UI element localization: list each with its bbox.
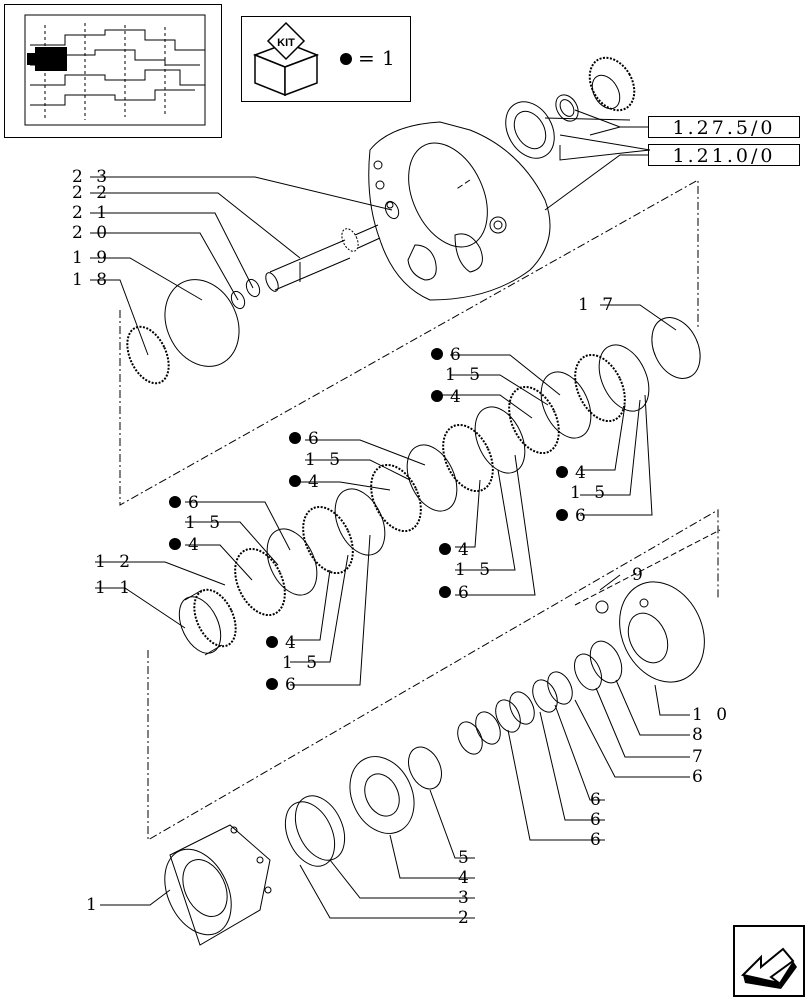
callout-6c[interactable]: 6 [590, 810, 605, 830]
kit-box-icon: KIT [252, 21, 320, 97]
hub-11 [178, 588, 237, 656]
callout-6d[interactable]: 6 [590, 830, 605, 850]
arrow-down-left-icon [741, 947, 797, 989]
callout-3[interactable]: 3 [458, 888, 473, 908]
ring-8 [589, 640, 623, 684]
piston-10 [619, 581, 705, 683]
callout-19[interactable]: 1 9 [72, 248, 111, 268]
ring-17 [651, 317, 701, 379]
ring-20 [230, 290, 246, 310]
navigation-button[interactable] [733, 925, 805, 997]
callout-g6-15[interactable]: 1 5 [570, 483, 609, 503]
callout-11[interactable]: 1 1 [95, 578, 134, 598]
clutch-disc-pack [234, 344, 650, 617]
kit-bullet-icon [169, 496, 181, 508]
callout-1[interactable]: 1 [86, 895, 101, 915]
callout-g2-6[interactable]: 6 [308, 429, 323, 449]
transmission-section-icon [24, 14, 206, 126]
callout-g3-4[interactable]: 4 [188, 535, 203, 555]
kit-bullet-icon [439, 586, 451, 598]
shaft [265, 224, 381, 292]
snap-ring-23 [384, 200, 400, 220]
callout-9[interactable]: 9 [632, 565, 647, 585]
reference-box-1[interactable]: 1.27.5/0 [648, 116, 800, 139]
spring-washers-6 [457, 671, 573, 755]
callout-18[interactable]: 1 8 [72, 270, 111, 290]
kit-badge-label: KIT [277, 37, 295, 49]
callout-21[interactable]: 2 1 [72, 203, 111, 223]
callout-8[interactable]: 8 [692, 725, 707, 745]
callout-g5-6[interactable]: 6 [458, 583, 473, 603]
seal-3 [294, 795, 346, 861]
kit-bullet-icon [556, 466, 568, 478]
callout-g2-15[interactable]: 1 5 [305, 450, 344, 470]
callout-g6-6[interactable]: 6 [575, 506, 590, 526]
drum-1 [164, 824, 272, 946]
callout-10[interactable]: 1 0 [692, 705, 731, 725]
callout-g5-4[interactable]: 4 [458, 540, 473, 560]
callout-20[interactable]: 2 0 [72, 223, 111, 243]
ball-9 [595, 600, 609, 614]
reference-box-2[interactable]: 1.21.0/0 [648, 144, 800, 167]
ring-7 [573, 653, 603, 691]
snap-ring-19 [164, 279, 240, 367]
callout-23[interactable]: 2 3 [72, 167, 111, 187]
callout-4[interactable]: 4 [458, 868, 473, 888]
kit-bullet-icon [266, 636, 278, 648]
callout-g6-4[interactable]: 4 [575, 463, 590, 483]
callout-7[interactable]: 7 [692, 747, 707, 767]
callout-2[interactable]: 2 [458, 908, 473, 928]
kit-equals: = [358, 46, 381, 70]
callout-g4-4[interactable]: 4 [285, 633, 300, 653]
callout-6a[interactable]: 6 [692, 767, 707, 787]
callout-g3-15[interactable]: 1 5 [185, 513, 224, 533]
kit-bullet-icon [340, 53, 352, 65]
callout-g1-4[interactable]: 4 [450, 387, 465, 407]
kit-bullet-icon [289, 475, 301, 487]
kit-legend: KIT = 1 3 [241, 16, 426, 102]
kit-bullet-icon [266, 678, 278, 690]
callout-g1-6[interactable]: 6 [450, 345, 465, 365]
callout-6b[interactable]: 6 [590, 790, 605, 810]
bearing-assembly [505, 56, 651, 161]
washer-5 [408, 746, 442, 790]
kit-bullet-icon [289, 432, 301, 444]
kit-bullet-icon [169, 538, 181, 550]
callout-g5-15[interactable]: 1 5 [455, 560, 494, 580]
bearing-4 [349, 756, 415, 834]
callout-12[interactable]: 1 2 [95, 552, 134, 572]
callout-g2-4[interactable]: 4 [308, 472, 323, 492]
kit-bullet-icon [431, 348, 443, 360]
kit-bullet-icon [556, 509, 568, 521]
callout-17[interactable]: 1 7 [578, 295, 617, 315]
seal-2 [284, 801, 336, 867]
transmission-housing [368, 121, 551, 301]
ring-18 [126, 325, 170, 385]
callout-5[interactable]: 5 [458, 848, 473, 868]
callout-22[interactable]: 2 2 [72, 183, 111, 203]
callout-g4-6[interactable]: 6 [285, 675, 300, 695]
locator-thumbnail [4, 4, 222, 138]
callout-g4-15[interactable]: 1 5 [282, 653, 321, 673]
callout-g3-6[interactable]: 6 [188, 493, 203, 513]
callout-g1-15[interactable]: 1 5 [445, 365, 484, 385]
kit-bullet-icon [439, 543, 451, 555]
kit-bullet-icon [431, 390, 443, 402]
